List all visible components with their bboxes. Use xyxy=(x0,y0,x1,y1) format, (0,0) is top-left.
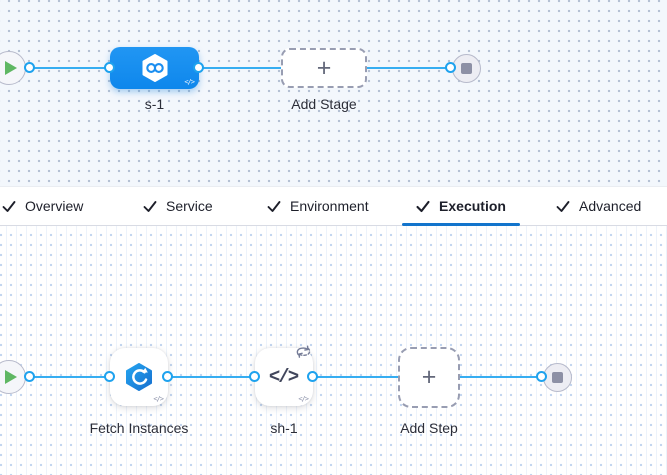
stage-yaml-code-icon[interactable]: </> xyxy=(184,78,195,86)
fetch-in-port[interactable] xyxy=(104,371,115,382)
check-icon xyxy=(143,200,157,213)
stage-config-tabs: Overview Service Environment Execution xyxy=(0,186,667,226)
check-icon xyxy=(556,200,570,213)
stop-icon xyxy=(461,63,472,74)
start-out-port[interactable] xyxy=(24,62,35,73)
step-node-fetch-instances[interactable]: </> xyxy=(110,348,168,406)
plus-icon: + xyxy=(316,53,332,82)
add-step-label: Add Step xyxy=(400,420,458,436)
tab-label: Environment xyxy=(290,198,369,214)
edge-sh1-to-addstep xyxy=(312,376,399,378)
execution-start-node[interactable] xyxy=(0,360,26,394)
stage-label: s-1 xyxy=(144,96,165,112)
step-label-sh1: sh-1 xyxy=(270,420,298,436)
stage-canvas[interactable]: </> s-1 + Add Stage xyxy=(0,0,667,186)
start-out-port[interactable] xyxy=(24,371,35,382)
stop-icon xyxy=(552,372,563,383)
stage-out-port[interactable] xyxy=(193,62,204,73)
sh1-out-port[interactable] xyxy=(307,371,318,382)
check-icon xyxy=(416,200,430,213)
tab-label: Service xyxy=(166,198,213,214)
step-label-fetch-instances: Fetch Instances xyxy=(89,420,189,436)
end-in-port[interactable] xyxy=(536,371,547,382)
looping-strategy-icon[interactable] xyxy=(295,344,312,364)
edge-stage-to-addstage xyxy=(198,67,283,69)
step-yaml-code-icon[interactable]: </> xyxy=(298,395,309,403)
step-node-sh1[interactable]: </> </> xyxy=(255,348,313,406)
stage-in-port[interactable] xyxy=(104,62,115,73)
check-icon xyxy=(267,200,281,213)
tab-label: Overview xyxy=(25,198,84,214)
edge-addstage-to-end xyxy=(366,67,447,69)
tab-label: Advanced xyxy=(579,198,642,214)
execution-end-node[interactable] xyxy=(543,363,572,392)
play-icon xyxy=(5,370,17,384)
deploy-stage-hexagon-icon xyxy=(142,54,167,82)
pipeline-start-node[interactable] xyxy=(0,51,26,85)
stage-node-s1[interactable]: </> xyxy=(110,47,199,89)
edge-addstep-to-end xyxy=(459,376,538,378)
edge-fetch-to-sh1 xyxy=(167,376,256,378)
fetch-instances-icon xyxy=(126,363,152,391)
add-stage-button[interactable]: + xyxy=(281,48,367,88)
step-yaml-code-icon[interactable]: </> xyxy=(153,395,164,403)
tab-service[interactable]: Service xyxy=(143,187,213,225)
active-tab-underline xyxy=(402,223,520,226)
end-in-port[interactable] xyxy=(445,62,456,73)
play-icon xyxy=(5,61,17,75)
tab-advanced[interactable]: Advanced xyxy=(556,187,641,225)
check-icon xyxy=(2,200,16,213)
tab-environment[interactable]: Environment xyxy=(267,187,369,225)
shell-script-icon: </> xyxy=(268,366,299,388)
add-step-button[interactable]: + xyxy=(398,347,460,408)
fetch-out-port[interactable] xyxy=(162,371,173,382)
tab-label: Execution xyxy=(439,198,506,214)
edge-start-to-fetch xyxy=(30,376,111,378)
execution-canvas[interactable]: </> Fetch Instances </> </> sh-1 + Add S… xyxy=(0,226,667,475)
add-stage-label: Add Stage xyxy=(291,96,357,112)
edge-start-to-stage xyxy=(30,67,111,69)
sh1-in-port[interactable] xyxy=(249,371,260,382)
pipeline-end-node[interactable] xyxy=(452,54,481,83)
plus-icon: + xyxy=(421,363,437,391)
tab-overview[interactable]: Overview xyxy=(2,187,83,225)
tab-execution[interactable]: Execution xyxy=(402,187,520,225)
